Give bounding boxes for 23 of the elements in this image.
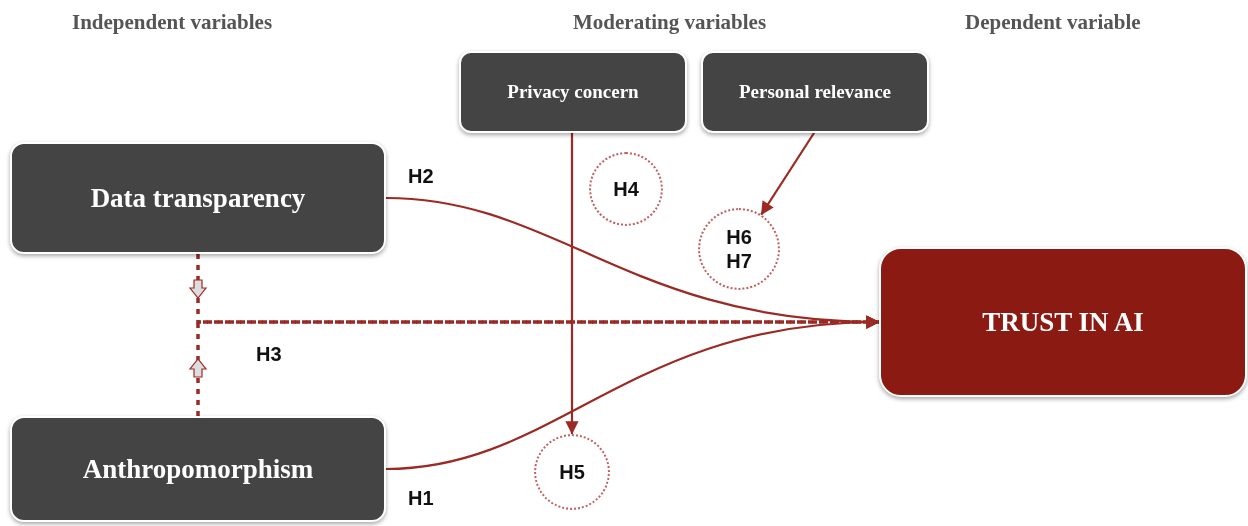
variable-name: Data transparency	[90, 182, 306, 214]
variable-name: Personal relevance	[738, 81, 892, 103]
variable-box	[701, 51, 929, 133]
dotted-arrow	[188, 315, 880, 416]
variable-box	[879, 247, 1247, 397]
hypothesis-label: H6	[726, 225, 752, 249]
dotted-circle	[698, 208, 780, 290]
variable-box	[10, 416, 386, 522]
hypothesis-label: H7	[726, 249, 752, 273]
column-heading: Dependent variable	[965, 10, 1141, 35]
variable-box	[459, 51, 687, 133]
variable-name: Anthropomorphism	[82, 453, 314, 485]
column-heading: Independent variables	[72, 10, 273, 35]
variable-name: Privacy concern	[507, 81, 639, 103]
column-heading: Moderating variables	[573, 10, 767, 35]
arrow	[565, 133, 579, 435]
hypothesis-label: H5	[559, 460, 585, 484]
variable-name: TRUST IN AI	[982, 306, 1144, 338]
hypothesis-label: H4	[613, 177, 639, 201]
dotted-circle	[589, 152, 663, 226]
dotted-circle	[534, 434, 610, 510]
arrow	[760, 132, 815, 216]
variable-box	[10, 142, 386, 254]
